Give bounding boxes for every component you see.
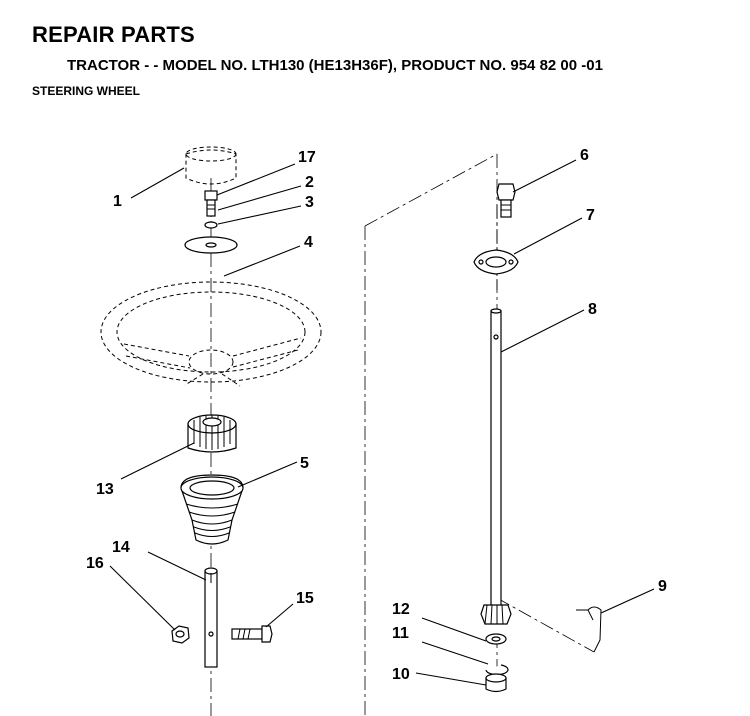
callout-labels: 1 17 2 3 4 5 13 6 7 8 9 12 11 10 14 16 1… (86, 147, 667, 683)
part-sector-gear (576, 606, 602, 653)
part-bushing (485, 673, 507, 693)
callout-13: 13 (96, 481, 114, 498)
part-shaft-gear (480, 604, 512, 625)
part-steering-shaft (490, 308, 502, 612)
part-washer (485, 633, 507, 645)
callout-4: 4 (304, 234, 313, 251)
callout-14: 14 (112, 539, 130, 556)
part-column-boot (180, 474, 244, 545)
callout-12: 12 (392, 601, 410, 618)
part-shaft-bolt (496, 183, 516, 218)
callout-9: 9 (658, 578, 667, 595)
callout-1: 1 (113, 193, 122, 210)
part-nut (171, 625, 190, 644)
callout-6: 6 (580, 147, 589, 164)
part-cap (185, 146, 237, 185)
model-subtitle: TRACTOR - - MODEL NO. LTH130 (HE13H36F),… (67, 57, 603, 74)
callout-2: 2 (305, 174, 314, 191)
callout-15: 15 (296, 590, 314, 607)
part-flange-bearing (473, 249, 519, 275)
part-bolt (204, 190, 218, 217)
callout-7: 7 (586, 207, 595, 224)
callout-10: 10 (392, 666, 410, 683)
callout-3: 3 (305, 194, 314, 211)
callout-16: 16 (86, 555, 104, 572)
callout-17: 17 (298, 149, 316, 166)
part-snap-ring (485, 664, 509, 676)
callout-5: 5 (300, 455, 309, 472)
part-cross-bolt (231, 625, 273, 643)
part-flat-washer (184, 236, 238, 254)
part-hub-adapter (187, 414, 237, 453)
leader-lines (109, 159, 655, 686)
callout-11: 11 (392, 625, 409, 642)
callout-8: 8 (588, 301, 597, 318)
section-title: STEERING WHEEL (32, 84, 141, 98)
part-lower-shaft (204, 567, 218, 668)
part-lock-washer (204, 221, 218, 229)
part-steering-wheel (100, 281, 322, 387)
page-title: REPAIR PARTS (32, 22, 195, 47)
